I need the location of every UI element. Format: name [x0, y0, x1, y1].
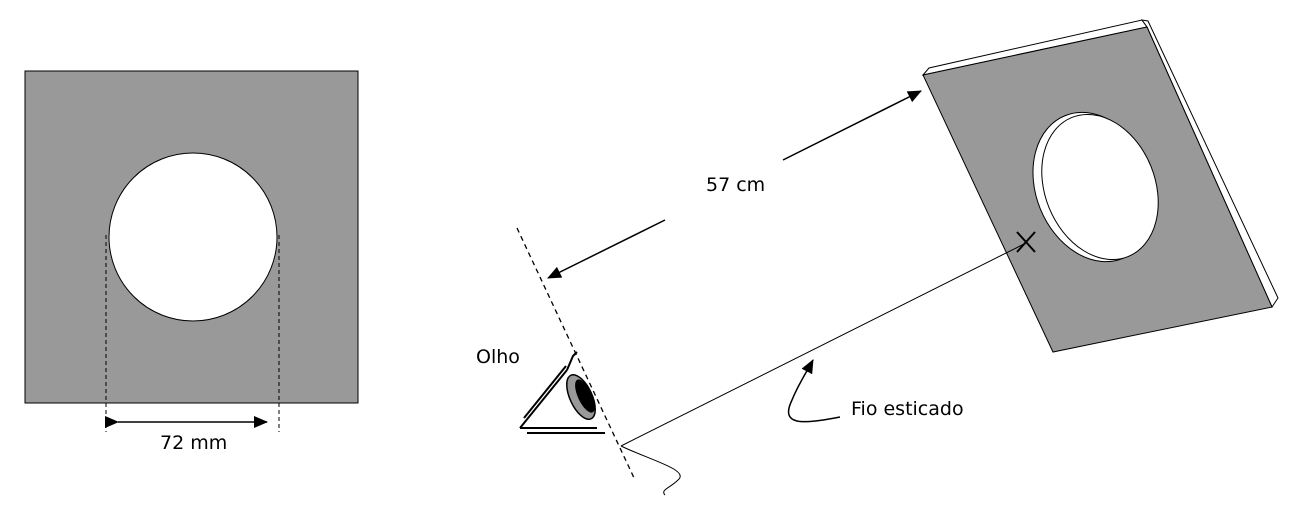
tilted-board	[921, 19, 1279, 353]
taut-wire	[620, 243, 1025, 447]
wire-pointer-arrow	[787, 359, 841, 423]
eye-label: Olho	[476, 346, 520, 368]
front-view-hole	[108, 152, 278, 322]
tilted-board-hole	[1041, 113, 1159, 261]
distance-arrow-upper	[782, 90, 922, 161]
wire-label: Fio esticado	[851, 398, 964, 420]
target-cross-mark	[1016, 231, 1036, 253]
front-view-board	[24, 70, 359, 432]
hole-diameter-label: 72 mm	[160, 432, 228, 454]
wire-loose-end	[620, 445, 681, 496]
distance-arrow-lower	[547, 219, 666, 279]
eye-icon	[519, 351, 605, 434]
distance-label: 57 cm	[706, 174, 766, 196]
